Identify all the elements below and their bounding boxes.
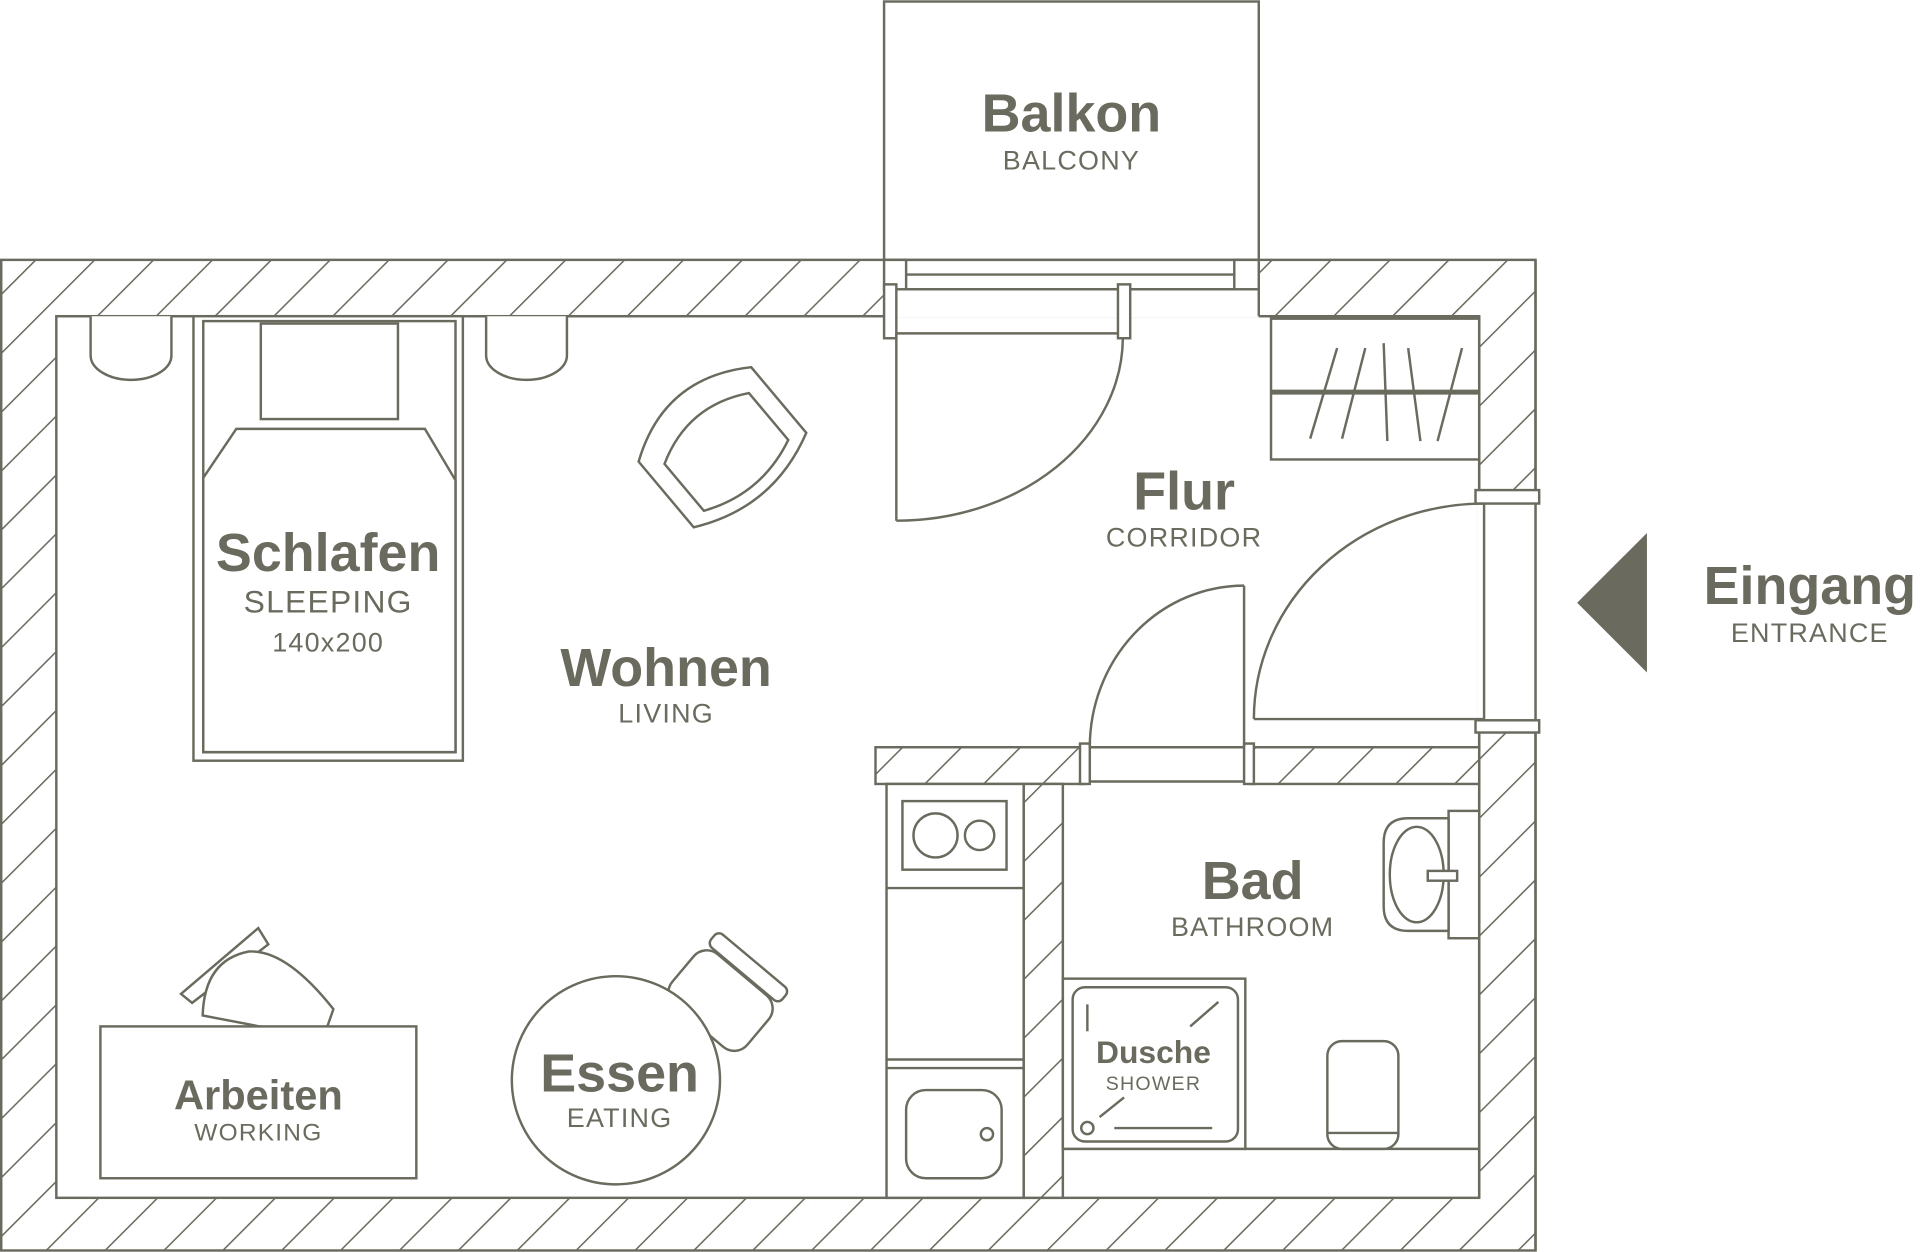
shower	[1061, 977, 1247, 1151]
corridor-label: Flur	[1133, 462, 1235, 522]
balcony-label: Balkon	[982, 83, 1162, 143]
sleeping-label-en: SLEEPING	[244, 584, 413, 620]
bathroom-label-en: BATHROOM	[1171, 912, 1334, 942]
corridor-label-en: CORRIDOR	[1106, 522, 1262, 552]
toilet	[1326, 1039, 1400, 1151]
stove	[901, 799, 1008, 871]
shower-label-en: SHOWER	[1106, 1073, 1201, 1095]
nightstand-right	[484, 316, 569, 382]
dining-chair	[667, 932, 789, 1053]
desk-chair	[179, 926, 335, 1041]
eating-label: Essen	[540, 1043, 699, 1103]
eating-label-en: EATING	[567, 1103, 673, 1133]
bed	[192, 314, 465, 762]
sleeping-label: Schlafen	[216, 523, 440, 583]
bathroom-sink	[1382, 809, 1481, 940]
entrance-door	[1252, 488, 1541, 734]
entrance-label-en: ENTRANCE	[1731, 618, 1889, 648]
desk	[99, 1025, 418, 1180]
entrance-arrow-icon	[1577, 532, 1647, 673]
entrance-label: Eingang	[1704, 556, 1916, 616]
living-label-en: LIVING	[618, 699, 714, 729]
armchair	[637, 365, 808, 529]
bathroom-label: Bad	[1202, 851, 1304, 911]
balcony-label-en: BALCONY	[1003, 145, 1140, 175]
sink-drain	[979, 1126, 995, 1142]
balcony-door	[882, 283, 1132, 522]
working-label: Arbeiten	[174, 1072, 343, 1119]
stove-burner-large	[912, 812, 959, 859]
dining-table	[510, 974, 722, 1186]
kitchen-sink	[904, 1088, 1003, 1180]
living-label: Wohnen	[560, 638, 771, 698]
balcony-area	[882, 0, 1261, 262]
nightstand-left	[89, 316, 173, 382]
wardrobe	[1269, 317, 1481, 461]
shower-label: Dusche	[1096, 1034, 1211, 1070]
bathroom-door	[1078, 584, 1256, 786]
working-label-en: WORKING	[194, 1119, 322, 1146]
kitchenette	[885, 782, 1025, 1200]
bed-size-label: 140x200	[272, 628, 384, 658]
stove-burner-small	[963, 819, 996, 852]
